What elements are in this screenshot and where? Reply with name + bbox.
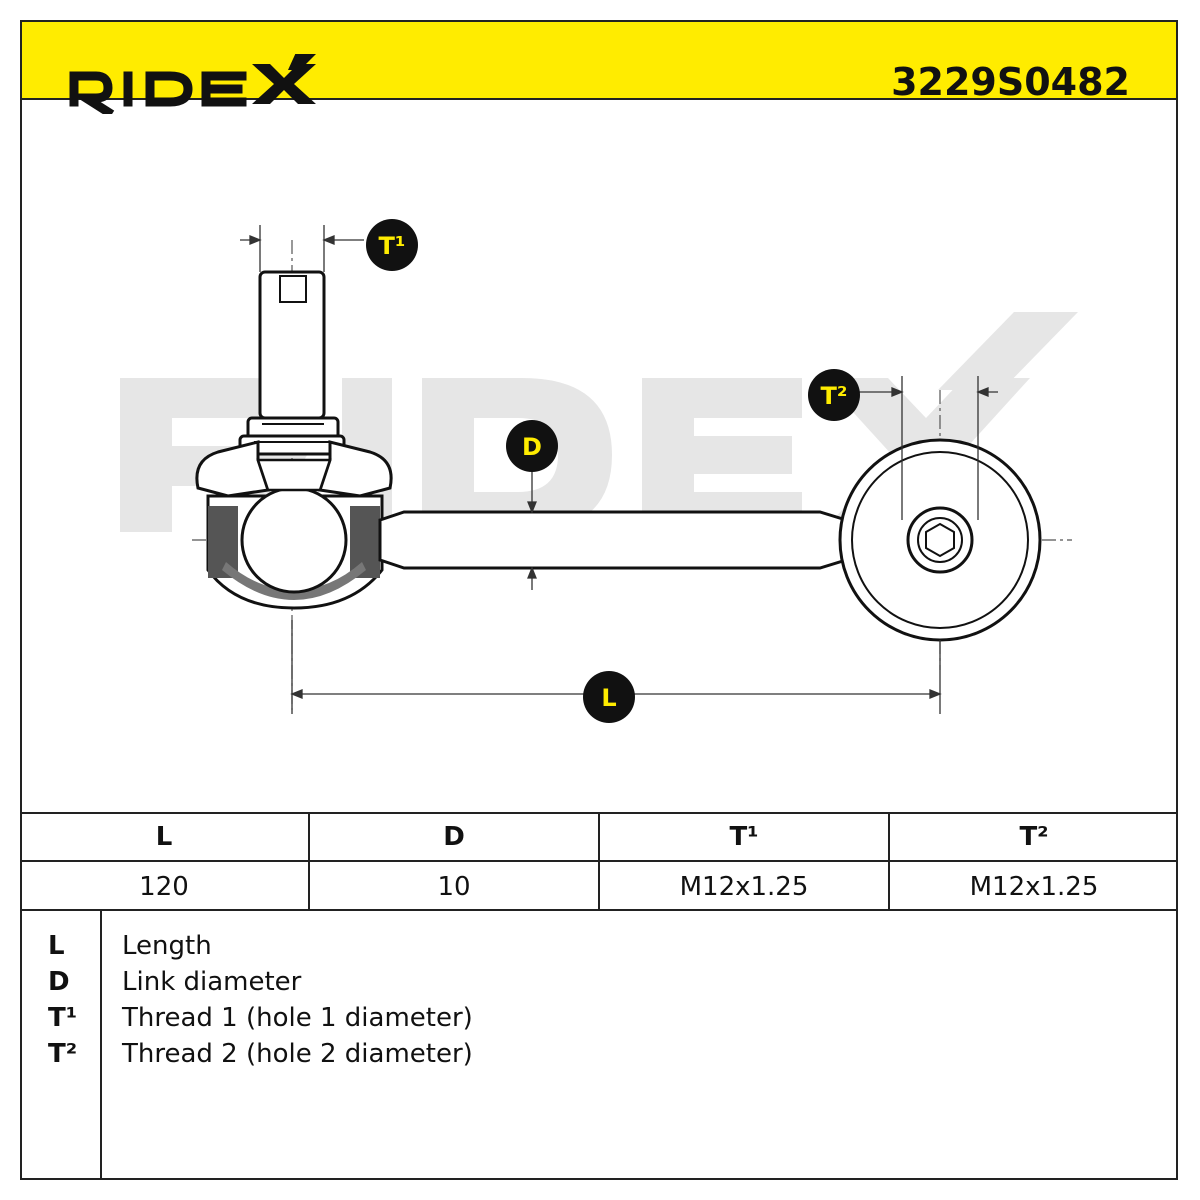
part-number: 3229S0482: [891, 60, 1130, 104]
header-bar: 3229S0482: [20, 20, 1178, 119]
brand-logo: [66, 48, 326, 119]
spec-header-t2: T²: [1019, 822, 1049, 852]
eye-bushing: [838, 438, 1042, 642]
spec-header-row: L D T¹ T²: [20, 814, 1178, 862]
spec-value-l: 120: [20, 862, 310, 911]
spec-value-row: 120 10 M12x1.25 M12x1.25: [20, 862, 1178, 911]
spec-value-t1: M12x1.25: [600, 862, 890, 911]
legend: L Length D Link diameter T¹ Thread 1 (ho…: [20, 911, 1178, 1180]
callout-t2: T²: [808, 369, 860, 421]
svg-text:D: D: [522, 433, 542, 461]
legend-item: L Length: [20, 929, 1178, 965]
spec-table: L D T¹ T² 120 10 M12x1.25 M12x1.25: [20, 812, 1178, 911]
spec-header-l: L: [20, 814, 310, 860]
legend-description: Thread 1 (hole 1 diameter): [122, 1003, 473, 1033]
callout-l: L: [583, 671, 635, 723]
legend-item: T² Thread 2 (hole 2 diameter): [20, 1037, 1178, 1073]
legend-divider: [100, 911, 102, 1180]
dimension-t2: [858, 376, 998, 520]
callout-t1: T¹: [366, 219, 418, 271]
ball-joint-stud: [238, 270, 346, 456]
legend-symbol: L: [48, 931, 65, 961]
svg-text:T²: T²: [821, 382, 848, 410]
legend-symbol: T²: [48, 1039, 78, 1069]
technical-drawing: T¹ T² D L: [22, 100, 1176, 812]
spec-value-d: 10: [310, 862, 600, 911]
legend-item: T¹ Thread 1 (hole 1 diameter): [20, 1001, 1178, 1037]
svg-text:L: L: [601, 684, 616, 712]
spec-header-t1: T¹: [600, 814, 890, 860]
dimension-d: [527, 470, 537, 590]
callout-d: D: [506, 420, 558, 472]
legend-description: Length: [122, 931, 212, 961]
spec-value-t2: M12x1.25: [969, 871, 1099, 902]
legend-item: D Link diameter: [20, 965, 1178, 1001]
svg-text:T¹: T¹: [379, 232, 406, 260]
ball-joint-housing: [195, 440, 393, 610]
legend-symbol: T¹: [48, 1003, 78, 1033]
legend-description: Link diameter: [122, 967, 302, 997]
link-rod: [378, 510, 848, 570]
legend-description: Thread 2 (hole 2 diameter): [122, 1039, 473, 1069]
dimension-t1: [240, 225, 364, 272]
legend-symbol: D: [48, 967, 70, 997]
spec-header-d: D: [310, 814, 600, 860]
